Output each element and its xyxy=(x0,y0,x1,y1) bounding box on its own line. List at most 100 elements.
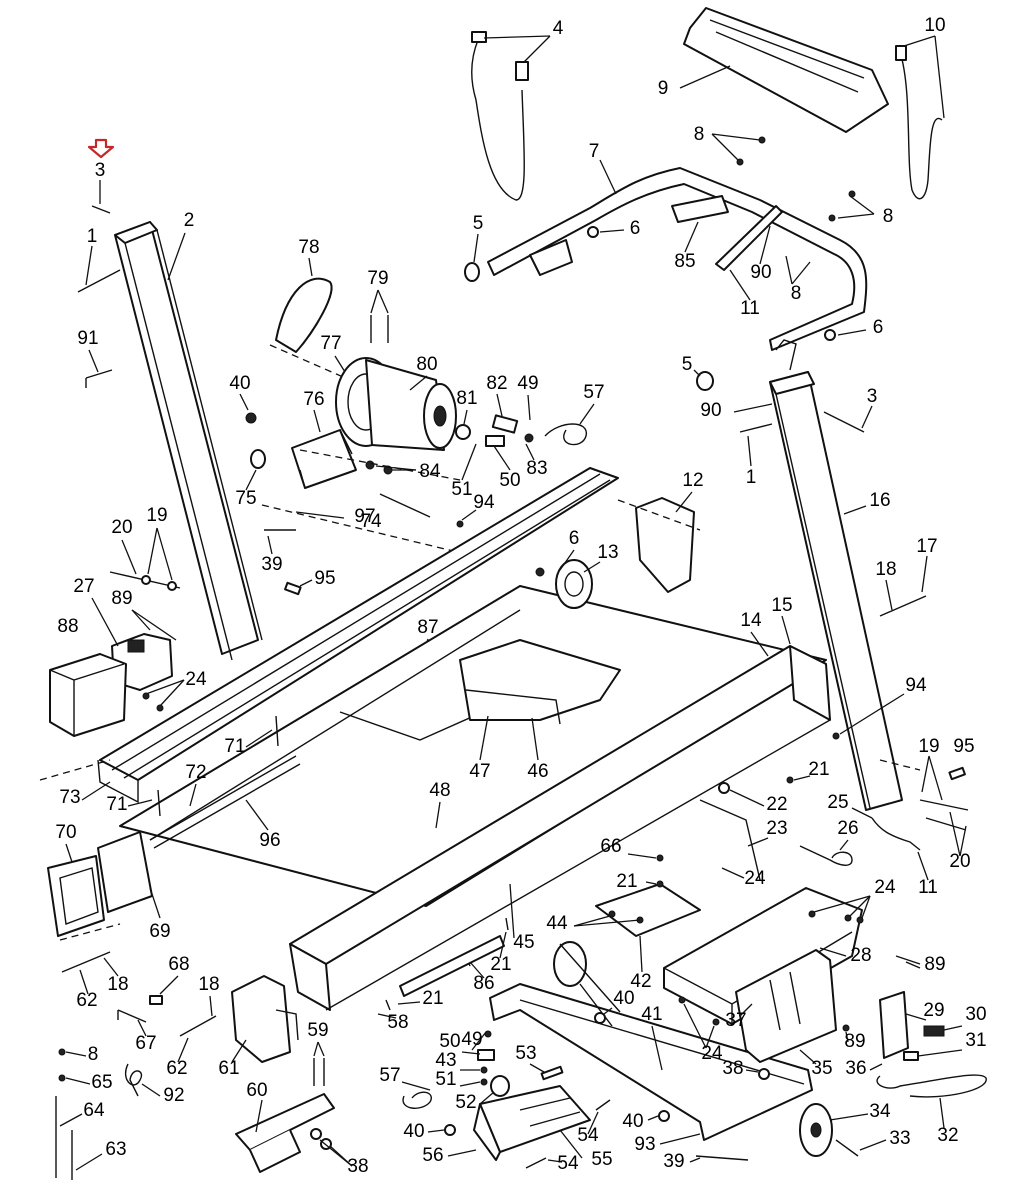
console-9 xyxy=(679,7,889,133)
part-label-l72: 72 xyxy=(185,762,206,783)
part-label-l2: 2 xyxy=(184,210,195,231)
part-label-l86: 86 xyxy=(473,973,494,994)
parts-67-68 xyxy=(117,975,179,1037)
part-label-l81: 81 xyxy=(456,388,477,409)
part-label-l78: 78 xyxy=(298,237,319,258)
part-label-l94b: 94 xyxy=(905,675,927,696)
pulley-13 xyxy=(535,549,601,609)
part-label-l1a: 1 xyxy=(87,226,98,247)
motor-hood-87 xyxy=(99,467,619,781)
right-upright xyxy=(733,339,903,811)
bolt-1-right xyxy=(739,423,773,467)
bolt-74 xyxy=(379,493,431,518)
part-label-l38b: 38 xyxy=(347,1156,368,1177)
part-label-l25: 25 xyxy=(827,792,848,813)
part-label-l21a: 21 xyxy=(808,759,829,780)
power-assembly-29-30-31-36 xyxy=(869,991,987,1129)
part-label-l88: 88 xyxy=(57,616,78,637)
part-label-l33: 33 xyxy=(889,1128,910,1149)
part-label-l39b: 39 xyxy=(663,1151,684,1172)
part-label-l32: 32 xyxy=(937,1125,958,1146)
bolts-21-58-86 xyxy=(377,917,509,1019)
part-label-l90b: 90 xyxy=(700,400,721,421)
bolt-1-left xyxy=(77,245,121,293)
screws-8-top xyxy=(711,133,875,222)
bolts-62-18 xyxy=(61,951,217,1063)
cable-10 xyxy=(895,35,945,200)
part-label-l21d: 21 xyxy=(422,988,443,1009)
screws-24-left xyxy=(142,679,185,712)
part-label-l65: 65 xyxy=(91,1072,112,1093)
part-91 xyxy=(85,349,113,388)
part-label-l89a: 89 xyxy=(111,588,132,609)
part-label-l31: 31 xyxy=(965,1030,986,1051)
part-label-l36: 36 xyxy=(845,1058,866,1079)
part-label-l67: 67 xyxy=(135,1033,156,1054)
part-label-l8d: 8 xyxy=(88,1044,99,1065)
parts-8-65-64-63-92 xyxy=(55,1048,161,1180)
assembly-guides xyxy=(39,449,921,941)
part-label-l6a: 6 xyxy=(630,218,641,239)
part-label-l8b: 8 xyxy=(883,206,894,227)
part-label-l73: 73 xyxy=(59,787,80,808)
part-label-l9: 9 xyxy=(658,78,669,99)
motor xyxy=(334,355,457,451)
part-label-l11a: 11 xyxy=(740,298,760,319)
part-label-l19a: 19 xyxy=(146,505,167,526)
part-label-l85: 85 xyxy=(674,251,695,272)
part-label-l71b: 71 xyxy=(106,794,127,815)
part-label-l37: 37 xyxy=(725,1010,746,1031)
left-upright xyxy=(114,221,263,661)
part-label-l7: 7 xyxy=(589,141,600,162)
nut-38-right xyxy=(745,1068,770,1080)
part-label-l18c: 18 xyxy=(198,974,219,995)
drive-belt xyxy=(269,257,351,381)
part-label-l3b: 3 xyxy=(867,386,878,407)
part-label-l80: 80 xyxy=(416,354,437,375)
part-label-l94a: 94 xyxy=(473,492,495,513)
part-label-l6c: 6 xyxy=(569,528,580,549)
part-label-l54a: 54 xyxy=(577,1125,599,1146)
part-label-l62a: 62 xyxy=(76,990,97,1011)
part-label-l66: 66 xyxy=(600,836,621,857)
parts-49-50-43-51-52-53 xyxy=(459,1030,564,1105)
part-label-l47: 47 xyxy=(469,761,490,782)
bracket-60-59-38 xyxy=(235,1041,353,1173)
part-label-l70: 70 xyxy=(55,822,76,843)
nut-94-right xyxy=(832,693,905,740)
part-label-l95a: 95 xyxy=(314,568,335,589)
part-label-l91: 91 xyxy=(77,328,98,349)
parts-97-39 xyxy=(261,504,471,556)
part-label-l57a: 57 xyxy=(583,382,604,403)
part-label-l23: 23 xyxy=(766,818,787,839)
part-label-l55: 55 xyxy=(591,1149,612,1170)
bolts-79 xyxy=(370,289,389,343)
part-label-l15: 15 xyxy=(771,595,792,616)
part-label-l82: 82 xyxy=(486,373,507,394)
lift-frame-41 xyxy=(489,941,813,1141)
part-label-l5b: 5 xyxy=(682,354,693,375)
part-label-l40c: 40 xyxy=(403,1121,424,1142)
part-label-l51a: 51 xyxy=(451,479,472,500)
part-label-l26: 26 xyxy=(837,818,858,839)
board-42-44 xyxy=(573,883,701,973)
end-caps-5 xyxy=(464,233,714,391)
part-label-l89c: 89 xyxy=(844,1031,865,1052)
part-label-l96: 96 xyxy=(259,830,280,851)
lift-motor-55-56 xyxy=(447,1085,591,1161)
part-label-l56: 56 xyxy=(422,1145,443,1166)
part-95-left xyxy=(284,579,313,596)
part-label-l52: 52 xyxy=(455,1092,476,1113)
part-label-l49a: 49 xyxy=(517,373,538,394)
part-label-l22: 22 xyxy=(766,794,787,815)
parts-66-21-mid xyxy=(627,853,664,888)
wheel-34-33 xyxy=(799,1103,887,1157)
part-label-l46: 46 xyxy=(527,761,548,782)
part-label-l61: 61 xyxy=(218,1058,239,1079)
right-side-rail-14-15 xyxy=(289,615,831,1011)
part-label-l83: 83 xyxy=(526,458,547,479)
rail-72-96 xyxy=(149,755,301,849)
part-label-l77: 77 xyxy=(320,333,341,354)
part-label-l42: 42 xyxy=(630,971,651,992)
part-label-l54b: 54 xyxy=(557,1153,579,1174)
